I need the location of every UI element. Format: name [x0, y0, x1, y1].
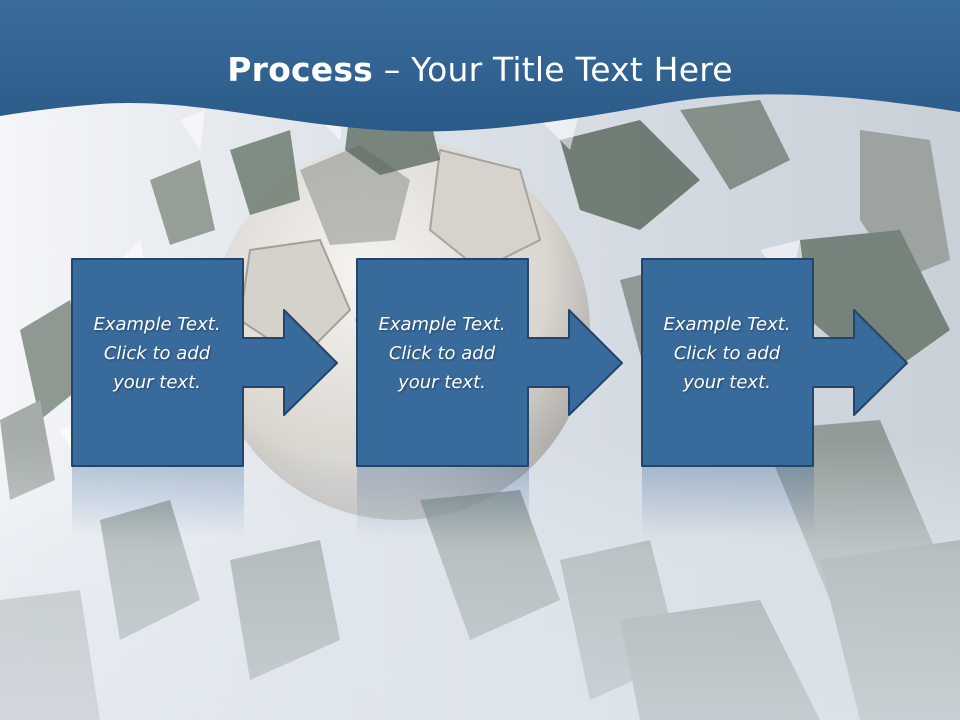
step-text-line: Click to add [103, 343, 211, 364]
box-arrow-shape [71, 258, 338, 467]
slide-title[interactable]: Process – Your Title Text Here [0, 50, 960, 89]
step-text-line: your text. [398, 372, 486, 393]
step-reflection [357, 467, 529, 537]
step-text-line: your text. [113, 372, 201, 393]
step-text-line: Click to add [673, 343, 781, 364]
process-step-2[interactable]: Example Text. Click to add your text. [356, 258, 623, 467]
step-reflection [72, 467, 244, 537]
title-banner [0, 0, 960, 132]
background-fade-overlay [0, 440, 960, 720]
title-rest: – Your Title Text Here [373, 50, 733, 89]
process-step-3[interactable]: Example Text. Click to add your text. [641, 258, 908, 467]
process-step-1[interactable]: Example Text. Click to add your text. [71, 258, 338, 467]
step-text-line: Example Text. [663, 314, 791, 335]
step-text[interactable]: Example Text. Click to add your text. [641, 310, 813, 397]
step-text-line: Click to add [388, 343, 496, 364]
step-text-line: Example Text. [93, 314, 221, 335]
step-text-line: Example Text. [378, 314, 506, 335]
box-arrow-shape [641, 258, 908, 467]
step-text-line: your text. [683, 372, 771, 393]
title-bold-part: Process [227, 50, 374, 89]
step-text[interactable]: Example Text. Click to add your text. [356, 310, 528, 397]
step-reflection [642, 467, 814, 537]
box-arrow-shape [356, 258, 623, 467]
step-text[interactable]: Example Text. Click to add your text. [71, 310, 243, 397]
